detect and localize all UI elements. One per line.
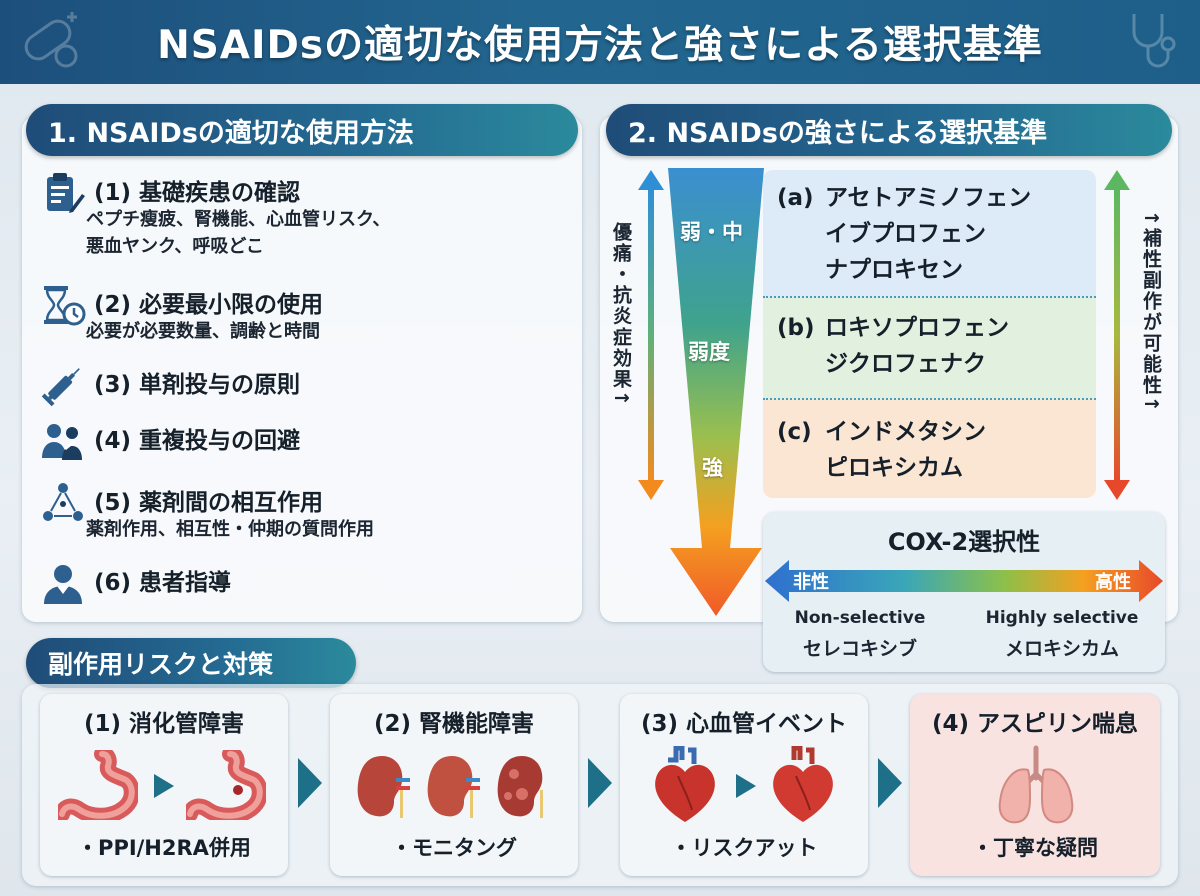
interaction-icon: [43, 483, 83, 521]
risk-card-gi-title: (1) 消化管障害: [83, 711, 245, 737]
risk-card-cardio-title: (3) 心血管イベント: [640, 711, 848, 737]
heart-icon: [655, 746, 715, 822]
cox2-left-en: Non-selective: [794, 608, 926, 628]
cox2-box: COX-2選択性 非性 高性 Non-selective Highly sele…: [763, 512, 1165, 672]
effect-axis-label: 優痛・抗炎症効果↑: [610, 222, 632, 408]
usage-item-4-title: (4) 重複投与の回避: [94, 428, 301, 454]
section3-title-text: 副作用リスクと対策: [48, 650, 274, 679]
people-icon: [42, 424, 82, 460]
syringe-icon: [41, 368, 80, 407]
usage-item-3: (3) 単剤投与の原則: [40, 362, 300, 408]
group-b-drug-1: ロキソプロフェン: [825, 315, 1009, 341]
lungs-icon: [998, 745, 1074, 824]
risk-card-kidney-measure: ・モニタング: [391, 836, 517, 860]
section2-title-text: 2. NSAIDsの強さによる選択基準: [628, 117, 1048, 149]
risk-card-asthma-measure: ・丁寧な疑問: [972, 836, 1098, 860]
cox2-right-en: Highly selective: [985, 608, 1139, 628]
usage-item-2-title: (2) 必要最小限の使用: [94, 292, 324, 318]
strength-funnel: [668, 168, 764, 616]
risk-card-kidney: (2) 腎機能障害 ・モニタング: [330, 694, 578, 876]
group-a-band: (a) アセトアミノフェン イブプロフェン ナプロキセン: [763, 170, 1096, 298]
strength-strong: 強: [702, 456, 723, 480]
usage-item-1-sub-2: 悪血ヤンク、呼吸どこ: [86, 236, 264, 257]
cox2-gradient-arrow: [765, 560, 1163, 602]
risk-card-asthma: (4) アスピリン喘息 ・丁寧な疑問: [910, 694, 1160, 876]
usage-item-2: (2) 必要最小限の使用 必要が必要数量、調齢と時間: [40, 282, 323, 345]
ulcer-stomach-icon: [186, 750, 266, 820]
usage-panel: [22, 116, 582, 622]
usage-item-4: (4) 重複投与の回避: [40, 418, 300, 464]
stethoscope-icon: [1132, 14, 1176, 68]
risk-card-cardio-measure: ・リスクアット: [670, 836, 818, 860]
group-a-drug-1: アセトアミノフェン: [825, 185, 1032, 211]
usage-item-6-title: (6) 患者指導: [94, 570, 232, 596]
usage-item-5-sub-1: 薬剤作用、相互性・仲期の質問作用: [86, 519, 374, 540]
chevron-right-icon: [878, 758, 902, 808]
usage-item-6: (6) 患者指導: [40, 560, 231, 606]
side-effect-axis-label: ↑補性副作が可能性↑: [1140, 210, 1162, 414]
group-c-band: (c) インドメタシン ピロキシカム: [763, 400, 1096, 498]
group-a-label: (a): [777, 185, 814, 211]
risk-card-gi-measure: ・PPI/H2RA併用: [77, 836, 251, 860]
group-a-drug-3: ナプロキセン: [825, 257, 963, 283]
header-banner: NSAIDsの適切な使用方法と強さによる選択基準: [0, 0, 1200, 84]
cox2-left-drug: セレコキシブ: [802, 638, 917, 660]
pill-capsule-icon: [24, 12, 78, 68]
group-c-label: (c): [777, 419, 812, 445]
chevron-right-icon: [588, 758, 612, 808]
section1-title: 1. NSAIDsの適切な使用方法: [26, 104, 578, 156]
stomach-icon: [58, 750, 138, 820]
usage-item-3-title: (3) 単剤投与の原則: [94, 372, 301, 398]
arrow-right-icon: [154, 774, 174, 798]
usage-item-2-sub-1: 必要が必要数量、調齢と時間: [86, 321, 320, 342]
arrow-right-icon: [736, 774, 756, 798]
strength-weak-mid: 弱・中: [680, 220, 743, 244]
usage-item-5-title: (5) 薬剤間の相互作用: [94, 490, 324, 516]
group-b-drug-2: ジクロフェナク: [825, 351, 986, 377]
risk-card-asthma-title: (4) アスピリン喘息: [931, 711, 1139, 737]
page-title: NSAIDsの適切な使用方法と強さによる選択基準: [157, 23, 1043, 68]
doctor-icon: [44, 565, 82, 604]
cox2-left-jp: 非性: [793, 572, 829, 593]
section2-title: 2. NSAIDsの強さによる選択基準: [606, 104, 1172, 156]
usage-item-5: (5) 薬剤間の相互作用 薬剤作用、相互性・仲期の質問作用: [40, 480, 374, 543]
kidney-icon: [357, 756, 543, 818]
hourglass-icon: [44, 286, 86, 326]
chevron-right-icon: [298, 758, 322, 808]
usage-item-1-sub-1: ペプチ瘦疲、腎機能、心血管リスク、: [86, 209, 391, 230]
effect-axis-arrow: [638, 170, 664, 500]
cox2-right-drug: メロキシカム: [1004, 638, 1119, 660]
strength-moderate: 弱度: [688, 340, 730, 364]
cox2-right-jp: 高性: [1095, 572, 1131, 593]
usage-item-1: (1) 基礎疾患の確認 ペプチ瘦疲、腎機能、心血管リスク、 悪血ヤンク、呼吸どこ: [40, 170, 390, 260]
usage-item-1-title: (1) 基礎疾患の確認: [94, 180, 301, 206]
group-b-band: (b) ロキソプロフェン ジクロフェナク: [763, 298, 1096, 400]
clipboard-icon: [47, 173, 85, 213]
risk-card-cardio: (3) 心血管イベント ・リスクアット: [620, 694, 868, 876]
group-c-drug-2: ピロキシカム: [825, 455, 963, 481]
side-effect-axis-arrow: [1104, 170, 1130, 500]
cox2-title: COX-2選択性: [887, 528, 1041, 556]
group-b-label: (b): [777, 315, 815, 341]
risk-card-kidney-title: (2) 腎機能障害: [373, 711, 535, 737]
section1-title-text: 1. NSAIDsの適切な使用方法: [48, 117, 414, 149]
group-a-drug-2: イブプロフェン: [825, 221, 986, 247]
risk-card-gi: (1) 消化管障害 ・PPI/H2RA併用: [40, 694, 288, 876]
heart-icon: [773, 746, 833, 822]
section3-title: 副作用リスクと対策: [26, 638, 356, 688]
group-c-drug-1: インドメタシン: [825, 419, 986, 445]
